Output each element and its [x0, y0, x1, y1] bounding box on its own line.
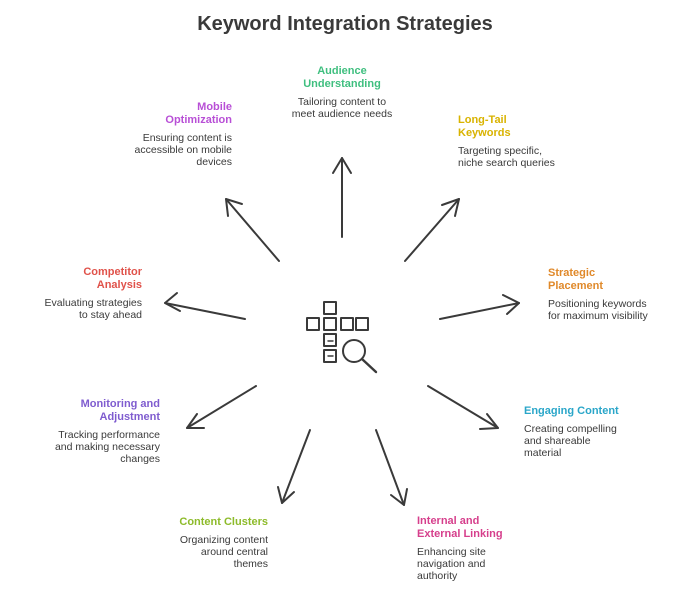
node-title: Content Clusters — [179, 516, 268, 528]
arrow-strategic — [439, 294, 520, 320]
crossword-magnifier-icon — [306, 301, 378, 374]
arrow-linking — [375, 429, 408, 506]
node-strategic-placement: Strategic Placement Positioning keywords… — [548, 267, 690, 322]
node-description: Targeting specific, niche search queries — [458, 145, 555, 169]
diagram-title: Keyword Integration Strategies — [197, 13, 493, 35]
node-description: Tracking performance and making necessar… — [54, 429, 160, 465]
node-title: Strategic Placement — [548, 267, 604, 292]
node-content-clusters: Content Clusters Organizing content arou… — [118, 516, 268, 570]
node-title: Mobile Optimization — [165, 101, 232, 126]
node-title: Competitor Analysis — [83, 266, 142, 291]
node-title: Long-Tail Keywords — [458, 114, 511, 139]
node-title: Engaging Content — [524, 405, 619, 417]
node-description: Creating compelling and shareable materi… — [524, 423, 617, 459]
node-engaging-content: Engaging Content Creating compelling and… — [524, 405, 674, 459]
arrow-monitoring — [186, 385, 257, 429]
node-long-tail-keywords: Long-Tail Keywords Targeting specific, n… — [458, 114, 608, 169]
node-competitor-analysis: Competitor Analysis Evaluating strategie… — [0, 266, 142, 321]
arrow-clusters — [277, 429, 311, 504]
arrow-audience — [332, 157, 352, 238]
node-mobile-optimization: Mobile Optimization Ensuring content is … — [82, 101, 232, 168]
node-description: Organizing content around central themes — [179, 534, 268, 570]
node-title: Audience Understanding — [303, 65, 381, 90]
node-title: Internal and External Linking — [417, 515, 503, 540]
node-internal-external-linking: Internal and External Linking Enhancing … — [417, 515, 567, 582]
node-title: Monitoring and Adjustment — [80, 398, 160, 423]
arrow-mobile — [225, 198, 280, 262]
node-description: Tailoring content to meet audience needs — [291, 96, 393, 120]
arrow-engaging — [427, 385, 499, 430]
node-description: Enhancing site navigation and authority — [417, 546, 486, 582]
node-description: Evaluating strategies to stay ahead — [44, 297, 142, 321]
arrow-longtail — [404, 198, 460, 262]
node-description: Positioning keywords for maximum visibil… — [548, 298, 648, 322]
arrow-competitor — [164, 292, 246, 320]
node-monitoring-adjustment: Monitoring and Adjustment Tracking perfo… — [10, 398, 160, 465]
node-audience-understanding: Audience Understanding Tailoring content… — [267, 65, 417, 120]
node-description: Ensuring content is accessible on mobile… — [134, 132, 232, 168]
